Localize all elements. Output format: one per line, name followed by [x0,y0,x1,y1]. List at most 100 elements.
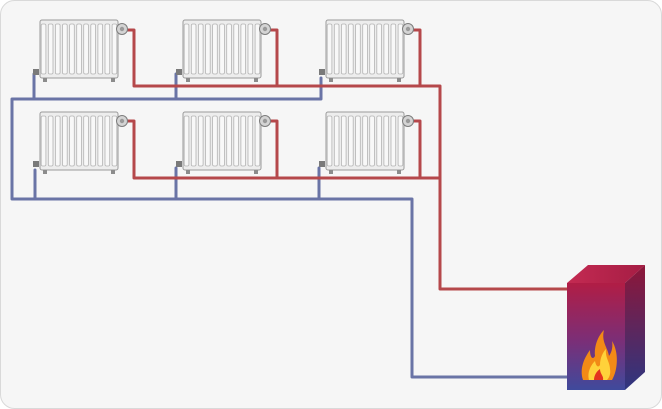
return-pipes [10,72,570,379]
radiator-fin [397,23,404,75]
radiator-fin [369,23,375,75]
radiator-foot [397,78,401,82]
radiator-fin [254,115,261,167]
radiator-foot [43,170,47,174]
return-fitting [176,69,182,75]
radiator-fin [90,115,96,167]
radiator-fin [62,115,68,167]
radiator-foot [254,78,258,82]
radiator-fin [376,115,382,167]
radiator-fin [190,115,197,167]
radiator-fin [190,23,197,75]
radiator-fin [383,23,389,75]
boiler-top [567,265,645,283]
radiator-foot [254,170,258,174]
radiator-fin [355,23,361,75]
radiator-fin [219,23,225,75]
return-main-upper [10,76,570,379]
radiator-fin [90,23,96,75]
radiator-fin [326,23,333,75]
supply-main-lower [121,119,442,180]
radiator-fin [226,23,232,75]
radiator-fin [247,115,254,167]
radiator-fin [212,115,218,167]
radiator-fin [383,115,389,167]
radiator-top-2 [176,19,271,82]
supply-main [120,28,570,291]
radiator-fin [233,115,239,167]
radiator-fin [76,23,82,75]
radiators [33,19,414,174]
radiator-fin [333,23,340,75]
radiator-fin [369,115,375,167]
valve-knob [262,118,268,124]
radiator-foot [329,78,333,82]
radiator-fin [205,23,211,75]
radiator-fin [69,115,75,167]
valve-knob [119,26,125,32]
return-fitting [319,161,325,167]
radiator-fin [104,23,111,75]
radiator-fin [97,115,104,167]
radiator-fin [226,115,232,167]
radiator-fin [362,23,368,75]
radiator-fin [240,23,246,75]
radiator-fin [376,23,382,75]
radiator-bottom-2 [176,111,271,174]
radiator-fin [205,115,211,167]
radiator-fin [254,23,261,75]
radiator-fin [40,23,47,75]
radiator-fin [47,23,54,75]
radiator-top-1 [33,19,128,82]
return-fitting [33,161,39,167]
radiator-bottom-1 [33,111,128,174]
radiator-fin [390,23,397,75]
radiator-fin [83,23,89,75]
return-fitting [176,161,182,167]
radiator-fin [348,23,354,75]
radiator-fin [197,115,204,167]
radiator-fin [340,115,347,167]
radiator-bottom-3 [319,111,414,174]
radiator-foot [397,170,401,174]
radiator-fin [333,115,340,167]
radiator-foot [111,78,115,82]
radiator-fin [83,115,89,167]
radiator-fin [69,23,75,75]
radiator-fin [355,115,361,167]
radiator-foot [43,78,47,82]
radiator-foot [186,78,190,82]
valve-knob [119,118,125,124]
radiator-fin [97,23,104,75]
radiator-fin [247,23,254,75]
radiator-fin [233,23,239,75]
valve-knob [262,26,268,32]
radiator-fin [397,115,404,167]
radiator-fin [76,115,82,167]
radiator-foot [111,170,115,174]
radiator-fin [40,115,47,167]
radiator-fin [104,115,111,167]
radiator-fin [340,23,347,75]
radiator-fin [55,23,61,75]
flame-icon [581,330,617,380]
return-fitting [319,69,325,75]
radiator-fin [47,115,54,167]
radiator-foot [329,170,333,174]
radiator-fin [212,23,218,75]
radiator-fin [55,115,61,167]
radiator-top-3 [319,19,414,82]
radiator-fin [183,23,190,75]
radiator-fin [197,23,204,75]
radiator-fin [362,115,368,167]
radiator-fin [111,115,118,167]
radiator-fin [62,23,68,75]
radiator-fin [348,115,354,167]
radiator-fin [390,115,397,167]
valve-knob [405,118,411,124]
boiler [567,265,645,390]
radiator-fin [326,115,333,167]
radiator-foot [186,170,190,174]
